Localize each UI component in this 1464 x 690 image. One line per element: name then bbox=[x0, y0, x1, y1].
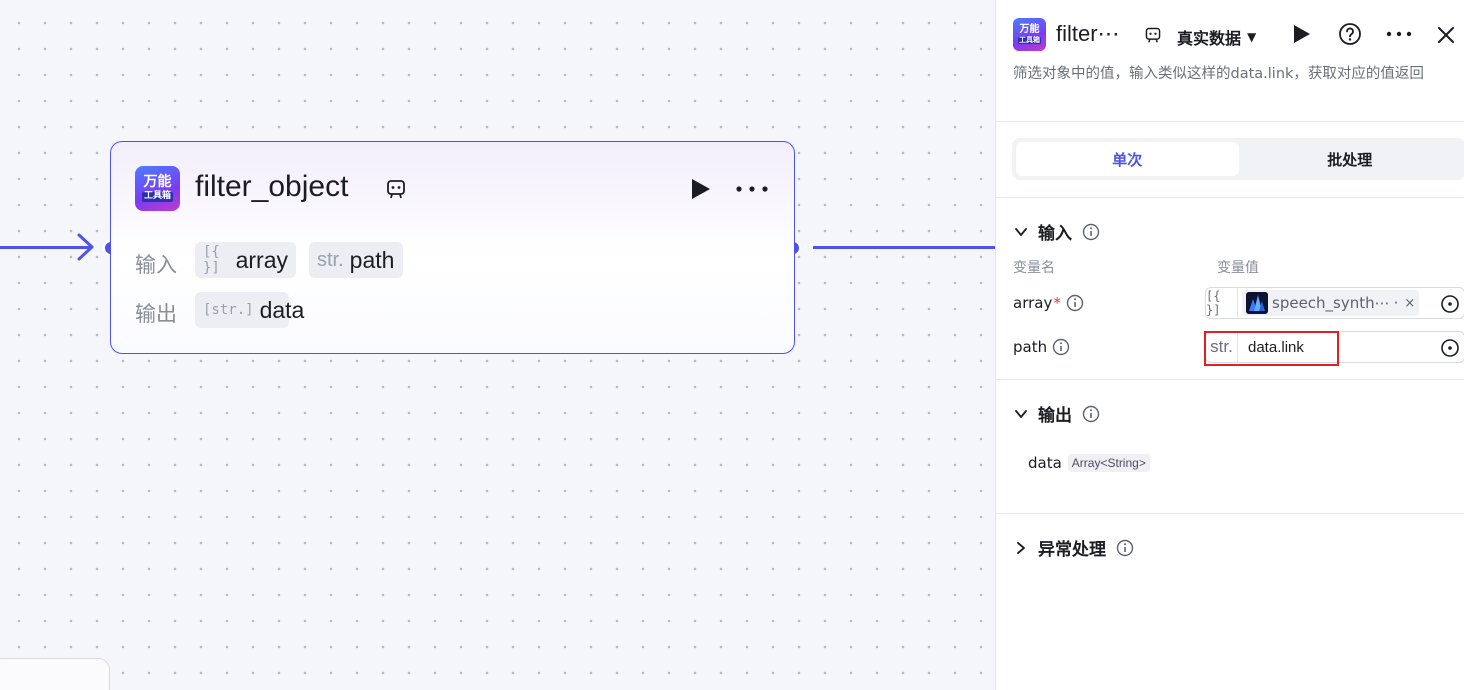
plugin-logo: 万能 工具箱 bbox=[135, 166, 180, 211]
param-path-value[interactable]: str. data.link bbox=[1205, 331, 1464, 363]
tab-single[interactable]: 单次 bbox=[1016, 142, 1239, 176]
string-type-icon: str. bbox=[317, 248, 344, 271]
help-icon[interactable] bbox=[1338, 22, 1362, 46]
input-tag-array: [{ }] array bbox=[195, 242, 296, 278]
dataset-dropdown[interactable]: 真实数据 ▼ bbox=[1177, 25, 1256, 49]
adjacent-node-card[interactable] bbox=[0, 658, 110, 690]
output-name: data bbox=[259, 296, 305, 323]
run-node-icon[interactable] bbox=[689, 178, 711, 200]
path-input-value[interactable]: data.link bbox=[1248, 338, 1304, 356]
input-section-header[interactable]: 输入 bbox=[1014, 219, 1100, 244]
variable-picker-icon[interactable] bbox=[1440, 294, 1460, 314]
param-name: path bbox=[1013, 338, 1048, 356]
input-name: path bbox=[349, 246, 395, 273]
divider bbox=[996, 513, 1464, 514]
workflow-canvas[interactable]: 万能 工具箱 filter_object 输入 [{ }] array str.… bbox=[0, 0, 995, 690]
edge-arrow-icon bbox=[77, 233, 94, 261]
column-header-value: 变量值 bbox=[1217, 260, 1259, 276]
param-array-label: array * bbox=[1013, 294, 1084, 312]
clear-reference-icon[interactable]: × bbox=[1404, 295, 1416, 311]
filter-object-node[interactable]: 万能 工具箱 filter_object 输入 [{ }] array str.… bbox=[110, 141, 795, 354]
object-array-type-icon: [{ }] bbox=[1206, 288, 1238, 318]
input-tag-path: str. path bbox=[309, 242, 403, 278]
output-label: 输出 bbox=[135, 302, 177, 326]
output-type-badge: Array<String> bbox=[1067, 454, 1150, 472]
info-icon[interactable] bbox=[1116, 539, 1134, 557]
logo-text-top: 万能 bbox=[143, 174, 172, 191]
outgoing-edge[interactable] bbox=[813, 246, 995, 249]
divider bbox=[996, 379, 1464, 380]
variable-reference-chip[interactable]: speech_synth⋯ · × bbox=[1242, 290, 1420, 316]
logo-text-bottom: 工具箱 bbox=[141, 191, 173, 202]
dataset-label: 真实数据 bbox=[1177, 29, 1242, 48]
string-array-type-icon: [str.] bbox=[203, 302, 254, 318]
param-name: array bbox=[1013, 294, 1053, 312]
reference-label: speech_synth⋯ bbox=[1272, 294, 1390, 312]
more-options-icon[interactable] bbox=[735, 178, 769, 200]
panel-title: filter⋯ bbox=[1056, 21, 1120, 46]
error-handling-section-header[interactable]: 异常处理 bbox=[1014, 535, 1134, 560]
column-header-name: 变量名 bbox=[1013, 260, 1055, 276]
tab-batch[interactable]: 批处理 bbox=[1327, 150, 1373, 169]
more-options-icon[interactable] bbox=[1386, 25, 1412, 43]
output-tag-data: [str.] data bbox=[195, 292, 304, 328]
speech-synth-logo-icon bbox=[1246, 292, 1268, 314]
section-title: 输入 bbox=[1038, 224, 1072, 244]
input-label: 输入 bbox=[135, 253, 177, 277]
info-icon[interactable] bbox=[1066, 294, 1084, 312]
section-title: 异常处理 bbox=[1038, 540, 1106, 560]
output-section-header[interactable]: 输出 bbox=[1014, 401, 1100, 426]
reference-more: · bbox=[1393, 294, 1399, 312]
info-icon[interactable] bbox=[1052, 338, 1070, 356]
info-icon[interactable] bbox=[1082, 405, 1100, 423]
param-path-label: path bbox=[1013, 338, 1070, 356]
input-name: array bbox=[235, 246, 288, 273]
chevron-down-icon bbox=[1015, 227, 1027, 236]
plugin-type-icon bbox=[387, 180, 405, 199]
run-mode-tabs: 单次 批处理 bbox=[1012, 138, 1464, 180]
close-icon[interactable] bbox=[1436, 25, 1456, 45]
string-type-icon: str. bbox=[1206, 332, 1238, 362]
required-mark: * bbox=[1053, 294, 1061, 312]
section-title: 输出 bbox=[1038, 406, 1072, 426]
logo-text-bottom: 工具箱 bbox=[1018, 36, 1041, 44]
info-icon[interactable] bbox=[1082, 223, 1100, 241]
plugin-type-icon bbox=[1145, 27, 1161, 43]
node-settings-panel: 万能 工具箱 filter⋯ 真实数据 ▼ 筛选对象中的值，输入类似这样的dat… bbox=[995, 0, 1464, 690]
output-name: data bbox=[1028, 454, 1062, 472]
object-array-type-icon: [{ }] bbox=[203, 244, 220, 276]
panel-plugin-logo: 万能 工具箱 bbox=[1013, 18, 1046, 51]
incoming-edge[interactable] bbox=[0, 246, 92, 249]
chevron-right-icon bbox=[1017, 541, 1025, 554]
divider bbox=[996, 197, 1464, 198]
chevron-down-icon bbox=[1015, 409, 1027, 418]
run-test-icon[interactable] bbox=[1291, 24, 1311, 44]
node-title: filter_object bbox=[195, 170, 349, 203]
variable-picker-icon[interactable] bbox=[1440, 338, 1460, 358]
divider bbox=[996, 121, 1464, 122]
logo-text-top: 万能 bbox=[1019, 24, 1040, 35]
caret-down-icon: ▼ bbox=[1247, 30, 1257, 44]
param-array-value[interactable]: [{ }] speech_synth⋯ · × bbox=[1205, 287, 1464, 319]
output-item: data Array<String> bbox=[1028, 454, 1150, 472]
plugin-description: 筛选对象中的值，输入类似这样的data.link，获取对应的值返回 bbox=[1013, 66, 1424, 82]
